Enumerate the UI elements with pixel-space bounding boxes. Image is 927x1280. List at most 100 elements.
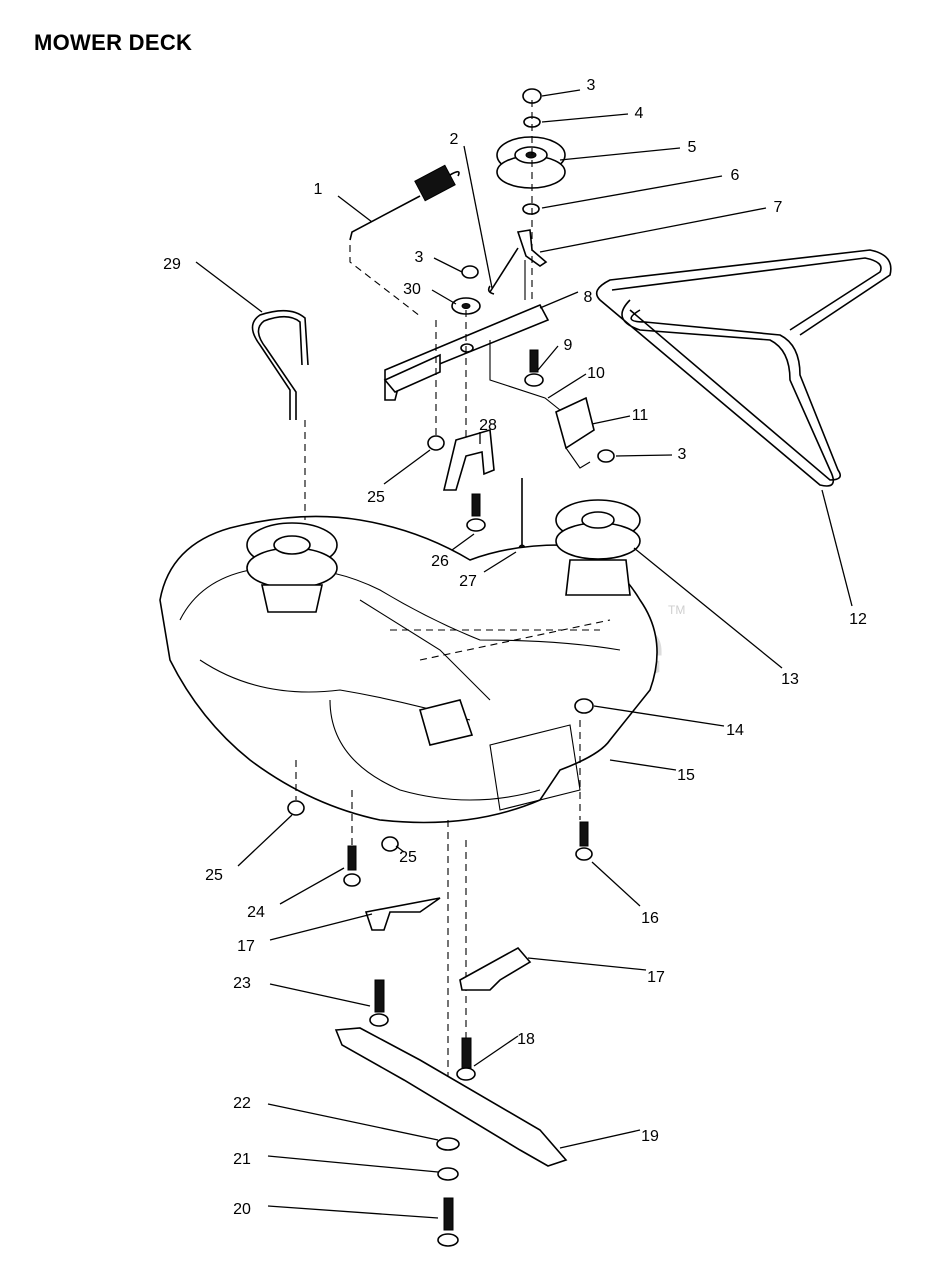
nut-14 <box>574 698 594 714</box>
callout-leader-line <box>267 1103 439 1141</box>
nut-top-left <box>461 265 479 279</box>
nut-25-lower-mid <box>381 836 399 852</box>
callout-label: 25 <box>205 867 223 884</box>
callout-label: 26 <box>431 553 449 570</box>
callout-leader-line <box>559 147 681 161</box>
callout-label: 16 <box>641 910 659 927</box>
cable-10 <box>489 340 561 411</box>
page-title: MOWER DECK <box>34 30 193 55</box>
callout-leader-line <box>337 195 373 223</box>
callout-label: 12 <box>849 611 867 628</box>
bolt-23 <box>369 979 389 1027</box>
callout-label: 25 <box>367 489 385 506</box>
callout-label: 22 <box>233 1095 251 1112</box>
assembly-guide-lines <box>295 100 611 1100</box>
callout-label: 10 <box>587 365 605 382</box>
callout-leader-line <box>195 261 263 313</box>
callout-leader-line <box>267 1155 439 1173</box>
callout-leader-line <box>483 551 517 573</box>
callout-leader-line <box>395 845 405 853</box>
callout-label: 3 <box>587 77 596 94</box>
callout-label: 5 <box>688 139 697 156</box>
washer-22 <box>436 1137 460 1151</box>
spindle-left <box>246 522 338 613</box>
callout-leader-line <box>615 454 673 457</box>
tension-spring <box>349 164 460 317</box>
nut-25-upper <box>427 435 445 451</box>
handle-29 <box>251 309 309 420</box>
callout-label: 20 <box>233 1201 251 1218</box>
bracket-28 <box>442 428 495 491</box>
bolt-18 <box>456 1037 476 1081</box>
callout-label: 21 <box>233 1151 251 1168</box>
callout-label: 30 <box>403 281 421 298</box>
spindle-right-13 <box>555 499 641 596</box>
callout-leader-line <box>451 533 475 551</box>
callout-label: 13 <box>781 671 799 688</box>
callout-leader-line <box>383 449 431 485</box>
callout-label: 8 <box>584 289 593 306</box>
callout-leader-line <box>609 759 677 771</box>
callout-label: 11 <box>632 407 649 424</box>
callout-leader-line <box>279 867 345 905</box>
callout-label: 3 <box>678 446 687 463</box>
baffle-17-right <box>459 946 532 991</box>
callout-leader-line <box>473 1035 519 1067</box>
callout-label: 27 <box>459 573 477 590</box>
callout-label: 25 <box>399 849 417 866</box>
callout-leader-line <box>541 175 723 209</box>
callout-label: 23 <box>233 975 251 992</box>
callout-label: 2 <box>450 131 459 148</box>
bolt-9 <box>524 349 544 387</box>
callout-label: 29 <box>163 256 181 273</box>
callout-label: 4 <box>635 105 644 122</box>
callout-leader-line <box>267 1205 439 1219</box>
bolt-24 <box>343 845 361 887</box>
bolt-26 <box>466 493 486 532</box>
callout-leader-line <box>547 373 587 399</box>
callout-leader-line <box>537 345 559 371</box>
callout-label: 17 <box>647 969 665 986</box>
callout-label: 14 <box>726 722 744 739</box>
callout-label: 9 <box>564 337 573 354</box>
callout-label: 3 <box>415 249 424 266</box>
callout-label: 6 <box>731 167 740 184</box>
callout-leader-line <box>539 291 579 309</box>
nut-25-lower-left <box>287 800 305 816</box>
callout-label: 19 <box>641 1128 659 1145</box>
callout-leader-line <box>593 705 725 727</box>
callout-leader-line <box>269 913 373 941</box>
callout-leader-line <box>591 415 631 425</box>
callout-leader-line <box>591 861 641 907</box>
callout-label: 24 <box>247 904 265 921</box>
blade-19 <box>334 1027 568 1167</box>
bolt-20 <box>437 1197 459 1247</box>
callout-leader-line <box>237 814 293 867</box>
washer-21 <box>437 1167 459 1181</box>
callout-leader-line <box>539 207 767 253</box>
nut-3-right <box>597 449 615 463</box>
callout-leader-line <box>541 89 581 97</box>
drive-belt <box>595 249 892 487</box>
callout-leader-line <box>633 547 783 669</box>
callout-label: 18 <box>517 1031 535 1048</box>
callout-label: 28 <box>479 417 497 434</box>
baffle-17-left <box>364 897 441 931</box>
callout-label: 1 <box>314 181 323 198</box>
watermark-trademark: TM <box>668 603 686 617</box>
callout-leader-line <box>431 289 457 305</box>
callout-leader-line <box>541 113 629 123</box>
callout-leader-line <box>463 145 493 289</box>
callout-leader-line <box>433 257 463 273</box>
callout-leader-line <box>269 983 371 1007</box>
callout-leader-line <box>527 957 647 971</box>
callout-label: 17 <box>237 938 255 955</box>
belt-guard-11 <box>555 396 595 469</box>
hairpin-clip <box>487 247 519 295</box>
callout-leader-line <box>559 1129 641 1149</box>
callout-label: 7 <box>774 199 783 216</box>
callout-label: 15 <box>677 767 695 784</box>
idler-pulley-stack <box>496 88 566 215</box>
idler-arm <box>516 229 548 300</box>
